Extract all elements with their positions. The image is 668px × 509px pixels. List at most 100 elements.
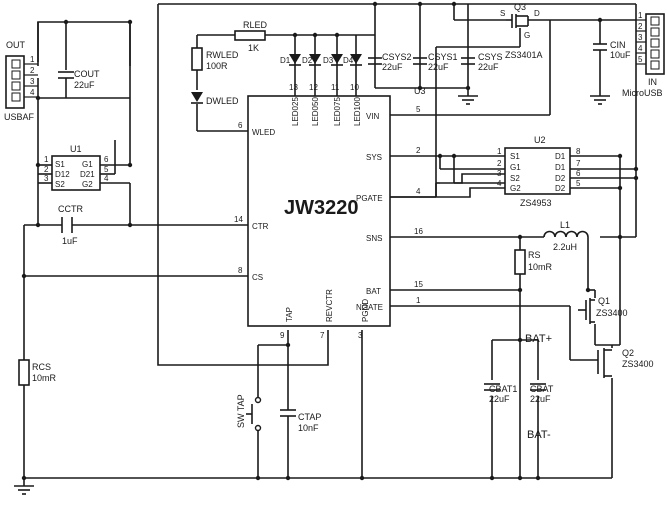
- u2-ic: U2 S1 G1 S2 G2 D1 D1 D2 D2 1 2 3 4 8 7 6…: [497, 135, 581, 208]
- pin-num-cs: 8: [238, 266, 243, 275]
- pin-num-sns: 16: [414, 227, 423, 236]
- pin-name-pgnd: PGND: [361, 299, 370, 322]
- u1-right-3: G2: [82, 180, 93, 189]
- pin-name-cs: CS: [252, 273, 263, 282]
- u1-num-l2: 2: [44, 165, 49, 174]
- pin-name-bat: BAT: [366, 287, 381, 296]
- pin-name-led075: LED075: [333, 97, 342, 126]
- q1-nmos: Q1 ZS3400: [585, 296, 628, 324]
- l1-ref: L1: [560, 220, 570, 230]
- ctap-ref: CTAP: [298, 412, 321, 422]
- junctions: [21, 1, 639, 481]
- in-pin-4: 4: [638, 44, 643, 53]
- led-d1: D1: [280, 56, 291, 65]
- cctr-ref: CCTR: [58, 204, 83, 214]
- u2-num-r1: 8: [576, 147, 581, 156]
- ctap-val: 10nF: [298, 423, 319, 433]
- u1-num-l1: 1: [44, 155, 49, 164]
- cout-val: 22uF: [74, 80, 95, 90]
- cbat-ref: CBAT: [530, 384, 554, 394]
- rcs-resistor: RCS 10mR: [18, 359, 57, 386]
- q2-nmos: Q2 ZS3400: [597, 348, 654, 378]
- jw3220-ic: JW3220 6 WLED 14 CTR 8 CS 5 VIN 2 SYS 4 …: [234, 83, 423, 340]
- pin-name-pgate: PGATE: [356, 194, 383, 203]
- dwled-ref: DWLED: [206, 96, 239, 106]
- csys-val: 22uF: [478, 62, 499, 72]
- swtap-ref: SW TAP: [236, 394, 246, 428]
- cbat1-val: 22uF: [489, 394, 510, 404]
- pin-num-tap: 9: [280, 331, 285, 340]
- u1-left-3: S2: [55, 180, 65, 189]
- usbaf-connector: OUT 1 2 3 4 USBAF: [4, 40, 38, 122]
- u2-num-r3: 6: [576, 169, 581, 178]
- csys-capacitors: CSYS2 22uF CSYS1 22uF CSYS 22uF U3: [368, 52, 503, 105]
- pin-num-led100: 10: [350, 83, 359, 92]
- rled-val: 1K: [248, 43, 259, 53]
- cin-val: 10uF: [610, 50, 631, 60]
- dwled-diode: DWLED: [191, 92, 239, 106]
- cout-capacitor: COUT 22uF: [58, 69, 100, 90]
- u2-num-l1: 1: [497, 147, 502, 156]
- u2-left-4: G2: [510, 184, 521, 193]
- rs-val: 10mR: [528, 262, 553, 272]
- cout-ref: COUT: [74, 69, 100, 79]
- q3-ref: Q3: [514, 2, 526, 12]
- u1-right-1: G1: [82, 160, 93, 169]
- q1-part: ZS3400: [596, 308, 628, 318]
- u2-left-1: S1: [510, 152, 520, 161]
- u1-right-2: D21: [80, 170, 95, 179]
- ic-name: JW3220: [284, 197, 359, 219]
- led-d3: D3: [323, 56, 334, 65]
- u2-num-r2: 7: [576, 159, 581, 168]
- net-bat-plus: BAT+: [525, 333, 552, 345]
- u2-num-r4: 5: [576, 179, 581, 188]
- u1-left-2: D12: [55, 170, 70, 179]
- led-d4: D4: [343, 56, 354, 65]
- pin-name-vin: VIN: [366, 112, 380, 121]
- pin-name-wled: WLED: [252, 128, 275, 137]
- indicator-leds: D1 D2 D3 D4: [280, 54, 362, 66]
- q1-ref: Q1: [598, 296, 610, 306]
- rwled-resistor: RWLED 100R: [191, 47, 239, 71]
- u3-ref: U3: [414, 86, 426, 96]
- ctap-capacitor: CTAP 10nF: [280, 409, 321, 433]
- pin-name-sns: SNS: [366, 234, 382, 243]
- pin-name-revctr: REVCTR: [325, 289, 334, 322]
- pin-num-bat: 15: [414, 280, 423, 289]
- pin-name-tap: TAP: [285, 307, 294, 322]
- u2-ref: U2: [534, 135, 546, 145]
- u1-ref: U1: [70, 144, 82, 154]
- pin-num-pgate: 4: [416, 187, 421, 196]
- rled-ref: RLED: [243, 20, 268, 30]
- pin-num-ngate: 1: [416, 296, 421, 305]
- l1-inductor: L1 2.2uH: [543, 220, 589, 252]
- u2-right-2: D1: [555, 163, 566, 172]
- q2-part: ZS3400: [622, 359, 654, 369]
- u2-right-4: D2: [555, 184, 566, 193]
- q2-ref: Q2: [622, 348, 634, 358]
- microusb-connector: 1 2 3 4 5 IN MicroUSB: [622, 11, 665, 98]
- rs-ref: RS: [528, 250, 541, 260]
- out-title: OUT: [6, 40, 26, 50]
- pin-num-vin: 5: [416, 105, 421, 114]
- l1-val: 2.2uH: [553, 242, 577, 252]
- pin-num-pgnd: 3: [358, 331, 363, 340]
- net-bat-minus: BAT-: [527, 429, 551, 441]
- u2-num-l2: 2: [497, 159, 502, 168]
- cbat-capacitors: CBAT1 22uF CBAT 22uF: [484, 383, 554, 404]
- pin-name-led050: LED050: [311, 97, 320, 126]
- out-ref: USBAF: [4, 112, 35, 122]
- rcs-val: 10mR: [32, 373, 57, 383]
- pin-name-ngate: NGATE: [356, 303, 383, 312]
- csys1-ref: CSYS1: [428, 52, 458, 62]
- pin-num-revctr: 7: [320, 331, 325, 340]
- u2-num-l3: 3: [497, 169, 502, 178]
- pin-num-wled: 6: [238, 121, 243, 130]
- pin-name-ctr: CTR: [252, 222, 269, 231]
- out-pin-1: 1: [30, 55, 35, 64]
- q3-d: D: [534, 9, 540, 18]
- cbat-val: 22uF: [530, 394, 551, 404]
- q3-g: G: [524, 31, 530, 40]
- u2-left-2: G1: [510, 163, 521, 172]
